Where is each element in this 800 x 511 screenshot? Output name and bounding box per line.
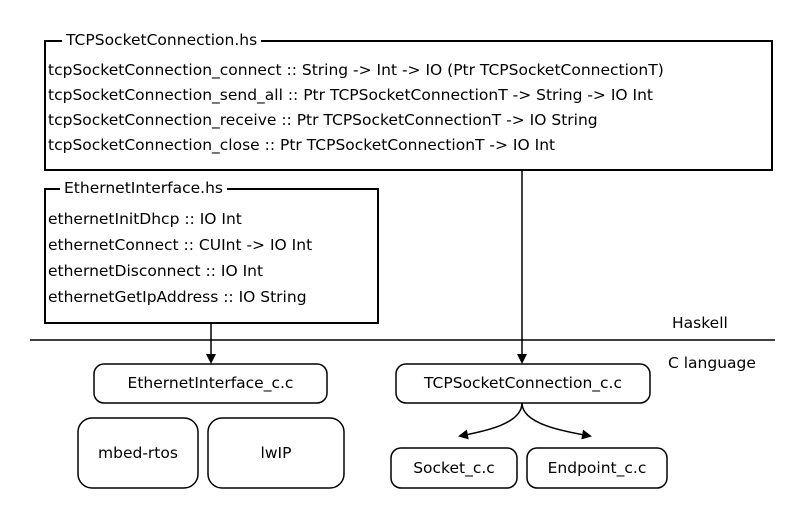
node-lwip-label: lwIP bbox=[260, 444, 292, 462]
node-socket-c-box bbox=[390, 447, 518, 489]
arrow-tcp-c-to-endpoint bbox=[521, 402, 592, 440]
tcp-sig-connect: tcpSocketConnection_connect :: String ->… bbox=[48, 61, 664, 79]
node-ethernet-c-label: EthernetInterface_c.c bbox=[127, 374, 294, 392]
node-mbed-rtos-label: mbed-rtos bbox=[98, 444, 178, 462]
tcp-module-title: TCPSocketConnection.hs bbox=[62, 32, 262, 49]
node-endpoint-c-label: Endpoint_c.c bbox=[547, 459, 647, 477]
node-ethernet-c-box bbox=[93, 363, 328, 404]
eth-sig-init-dhcp: ethernetInitDhcp :: IO Int bbox=[48, 210, 242, 228]
node-tcp-c-box bbox=[395, 363, 651, 404]
eth-sig-disconnect: ethernetDisconnect :: IO Int bbox=[48, 262, 264, 280]
tcp-module-box bbox=[44, 40, 773, 171]
node-socket-c-label: Socket_c.c bbox=[413, 459, 495, 477]
layer-label-c: C language bbox=[668, 354, 756, 372]
tcp-sig-send-all: tcpSocketConnection_send_all :: Ptr TCPS… bbox=[48, 86, 654, 104]
arrow-tcp-c-to-socket bbox=[458, 402, 523, 440]
eth-module-title: EthernetInterface.hs bbox=[60, 180, 227, 197]
node-mbed-rtos-box bbox=[77, 417, 199, 489]
node-lwip-box bbox=[207, 417, 345, 489]
eth-sig-connect: ethernetConnect :: CUInt -> IO Int bbox=[48, 236, 313, 254]
layer-label-haskell: Haskell bbox=[672, 314, 728, 332]
eth-sig-get-ip: ethernetGetIpAddress :: IO String bbox=[48, 288, 307, 306]
tcp-sig-close: tcpSocketConnection_close :: Ptr TCPSock… bbox=[48, 136, 556, 154]
node-tcp-c-label: TCPSocketConnection_c.c bbox=[423, 374, 623, 392]
node-endpoint-c-box bbox=[526, 447, 668, 489]
tcp-sig-receive: tcpSocketConnection_receive :: Ptr TCPSo… bbox=[48, 111, 598, 129]
